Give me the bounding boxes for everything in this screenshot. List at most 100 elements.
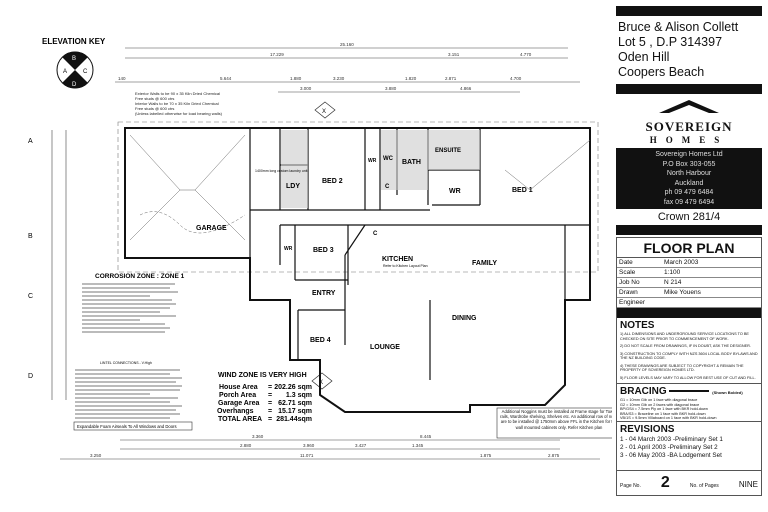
- svg-text:1.3 sqm: 1.3 sqm: [286, 392, 312, 399]
- svg-text:3.360: 3.360: [252, 434, 264, 439]
- room-wr: WR: [284, 246, 293, 252]
- kitchen-note: Refer to Kitchen Layout Plan: [383, 264, 428, 268]
- corrosion-title: CORROSION ZONE : ZONE 1: [95, 273, 185, 280]
- svg-text:2.871: 2.871: [445, 76, 457, 81]
- noggins-box: [496, 407, 612, 439]
- notes: NOTES 1) ALL DIMENSIONS AND UNDERGROUND …: [620, 320, 758, 380]
- svg-text:Interior Walls to be 70 x 35 K: Interior Walls to be 70 x 35 Kiln Dried …: [135, 101, 219, 106]
- dim: 3.151: [448, 52, 460, 57]
- svg-text:=: =: [268, 384, 272, 391]
- area-schedule: House Area=202.26 sqm Porch Area=1.3 sqm…: [217, 384, 312, 423]
- svg-text:3.960: 3.960: [303, 443, 315, 448]
- svg-text:3.880: 3.880: [385, 86, 397, 91]
- laundry-note: 1400mm long custom laundry unit: [255, 169, 308, 173]
- room-bed4: BED 4: [310, 337, 331, 344]
- svg-text:=: =: [268, 416, 272, 423]
- expandable-box: [73, 421, 193, 431]
- grid-markers: A B C D: [28, 138, 33, 380]
- svg-text:X: X: [319, 380, 323, 386]
- svg-text:A: A: [63, 69, 67, 75]
- wind-zone-title: WIND ZONE IS VERY HIGH: [218, 372, 307, 379]
- svg-text:Garage Area: Garage Area: [218, 400, 259, 407]
- room-bed1: BED 1: [512, 187, 533, 194]
- house-walls: [117, 121, 599, 413]
- svg-text:1.880: 1.880: [290, 76, 302, 81]
- elevation-key-symbol: B A C D: [56, 51, 94, 89]
- svg-text:3.250: 3.250: [90, 453, 102, 458]
- room-wr: WR: [449, 188, 461, 195]
- room-bed2: BED 2: [322, 178, 343, 185]
- svg-text:2.880: 2.880: [240, 443, 252, 448]
- room-wr: WR: [368, 158, 377, 164]
- room-wc: WC: [383, 156, 394, 162]
- svg-text:4.700: 4.700: [510, 76, 522, 81]
- svg-text:1.345: 1.345: [412, 443, 424, 448]
- dim: 4.770: [520, 52, 532, 57]
- svg-text:11.071: 11.071: [300, 453, 314, 458]
- room-bath: BATH: [402, 159, 421, 166]
- noggins-note: Additional Noggins must be installed at …: [500, 409, 612, 430]
- room-lounge: LOUNGE: [370, 344, 400, 351]
- svg-text:4.866: 4.866: [460, 86, 472, 91]
- svg-text:B: B: [28, 233, 33, 240]
- svg-text:Exterior Walls to be 90 x 35 K: Exterior Walls to be 90 x 35 Kiln Dried …: [135, 91, 220, 96]
- title-block: Bruce & Alison Collett Lot 5 , D.P 31439…: [612, 0, 766, 512]
- dim-overall: 25.160: [340, 42, 354, 47]
- svg-text:8.445: 8.445: [420, 434, 432, 439]
- svg-text:House Area: House Area: [219, 384, 258, 391]
- dimension-lines: [51, 47, 600, 460]
- room-ensuite: ENSUITE: [435, 148, 461, 154]
- svg-text:1.875: 1.875: [480, 453, 492, 458]
- svg-text:5.644: 5.644: [220, 76, 232, 81]
- room-family: FAMILY: [472, 260, 497, 267]
- svg-text:B: B: [72, 56, 76, 62]
- room-bed3: BED 3: [313, 247, 334, 254]
- svg-text:2.875: 2.875: [548, 453, 560, 458]
- x-marker: X X: [311, 101, 336, 390]
- revisions: REVISIONS 1 - 04 March 2003 -Preliminary…: [617, 420, 761, 470]
- svg-text:=: =: [268, 400, 272, 407]
- room-entry: ENTRY: [312, 290, 336, 297]
- wall-notes: Exterior Walls to be 90 x 35 Kiln Dried …: [135, 91, 223, 116]
- sovereign-homes-logo: SOVEREIGN HOMES: [612, 98, 766, 145]
- room-dining: DINING: [452, 315, 477, 322]
- bracing: BRACING (Shown Bolded) G1 = 10mm Gib on …: [617, 383, 761, 421]
- svg-text:C: C: [83, 69, 88, 75]
- floor-plan-drawing: ELEVATION KEY B A C D 25.160 17.229 3.15…: [28, 37, 612, 460]
- lintel-title: LINTEL CONNECTIONS - V.High: [100, 361, 152, 365]
- svg-text:1.820: 1.820: [405, 76, 417, 81]
- cupboard: C: [373, 231, 378, 237]
- svg-text:D: D: [28, 373, 33, 380]
- svg-text:3.427: 3.427: [355, 443, 367, 448]
- corrosion-text: [75, 283, 182, 419]
- svg-text:3.230: 3.230: [333, 76, 345, 81]
- svg-text:Porch Area: Porch Area: [219, 392, 256, 399]
- svg-text:X: X: [322, 109, 326, 115]
- cupboard: C: [385, 184, 390, 190]
- svg-text:Overhangs: Overhangs: [217, 408, 254, 415]
- room-garage: GARAGE: [196, 225, 227, 232]
- client-info: Bruce & Alison Collett Lot 5 , D.P 31439…: [618, 20, 739, 79]
- svg-text:62.71 sqm: 62.71 sqm: [278, 400, 312, 407]
- expandable-note: Expandable Foam Airseals To All Windows …: [77, 424, 177, 429]
- svg-text:281.44sqm: 281.44sqm: [276, 416, 312, 423]
- svg-text:=: =: [268, 392, 272, 399]
- elevation-key-title: ELEVATION KEY: [42, 37, 106, 46]
- svg-text:202.26 sqm: 202.26 sqm: [274, 384, 312, 391]
- svg-text:=: =: [268, 408, 272, 415]
- svg-text:Free studs @ 600 ctrs: Free studs @ 600 ctrs: [135, 96, 174, 101]
- svg-text:Free studs @ 600 ctrs: Free studs @ 600 ctrs: [135, 106, 174, 111]
- svg-text:(Unless labelled otherwise for: (Unless labelled otherwise for load bear…: [135, 111, 223, 116]
- svg-text:A: A: [28, 138, 33, 145]
- dim: 17.229: [270, 52, 284, 57]
- svg-text:C: C: [28, 293, 33, 300]
- svg-text:D: D: [72, 82, 77, 88]
- svg-text:TOTAL AREA: TOTAL AREA: [218, 416, 262, 423]
- plan-title: FLOOR PLAN: [617, 238, 761, 258]
- svg-text:15.17 sqm: 15.17 sqm: [278, 408, 312, 415]
- svg-text:3.000: 3.000: [300, 86, 312, 91]
- svg-text:140: 140: [118, 76, 126, 81]
